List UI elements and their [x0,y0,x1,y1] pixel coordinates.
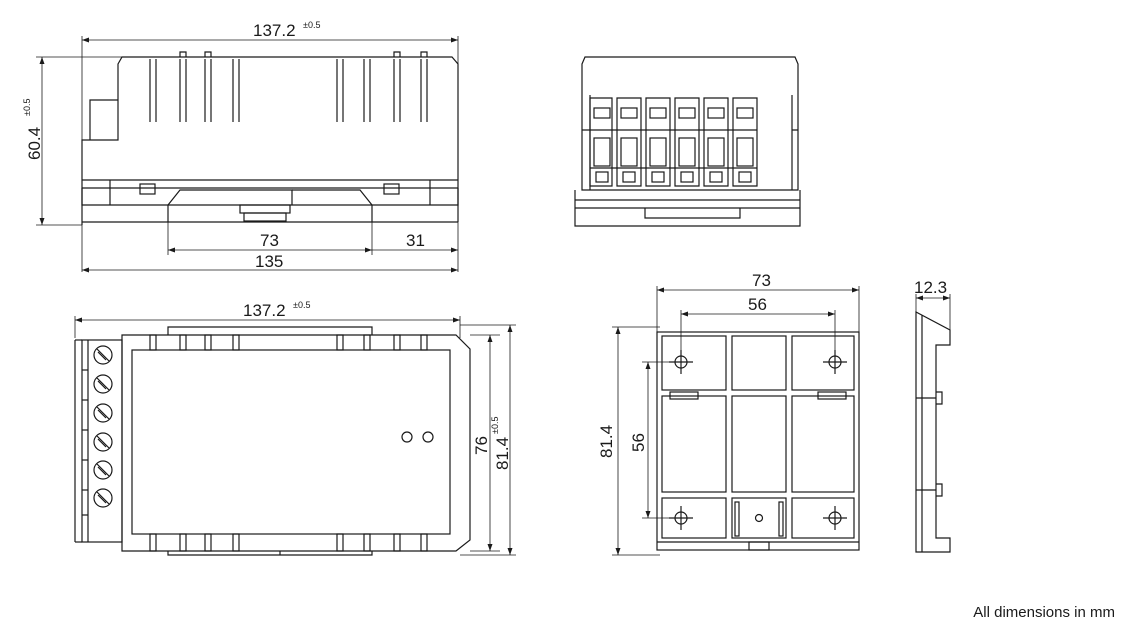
base-height-label: 81.4 [597,425,616,458]
base-view: 73 56 81.4 56 [597,271,860,556]
top-view: 137.2 ±0.5 76 81.4 ±0.5 [74,300,516,556]
top-width-tolerance: ±0.5 [293,300,310,310]
front-height-tolerance: ±0.5 [22,99,32,116]
side-view: 12.3 [914,278,951,553]
hole-spacing-h-label: 56 [748,295,767,314]
front-width-label: 137.2 [253,21,296,40]
top-depth-inner-label: 76 [472,436,491,455]
top-depth-label: 81.4 [493,437,512,470]
front-width-tolerance: ±0.5 [303,20,320,30]
hole-spacing-v-label: 56 [629,433,648,452]
front-view: 137.2 ±0.5 60.4 ±0.5 [22,20,459,273]
top-width-label: 137.2 [243,301,286,320]
overall-base-label: 135 [255,252,283,271]
units-note: All dimensions in mm [973,604,1115,621]
rail-width-label: 73 [260,231,279,250]
base-width-label: 73 [752,271,771,290]
offset-label: 31 [406,231,425,250]
end-view [574,56,801,227]
front-height-label: 60.4 [25,127,44,160]
mounting-holes [669,350,847,530]
side-depth-label: 12.3 [914,278,947,297]
terminal-screws [93,345,113,508]
top-depth-tolerance: ±0.5 [490,417,500,434]
